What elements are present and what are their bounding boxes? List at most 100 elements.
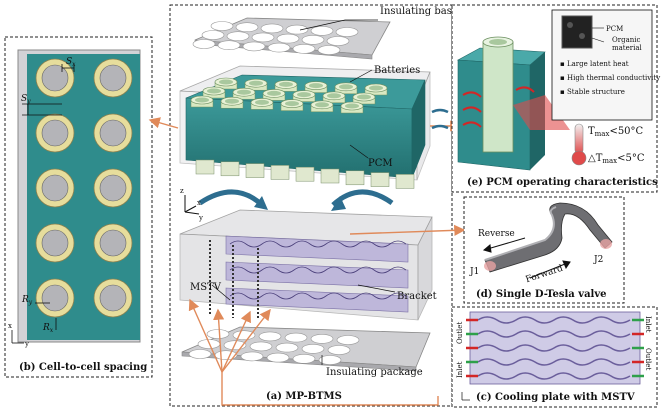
insulating-package-plate [181, 326, 431, 372]
battery-cell [220, 96, 244, 109]
hole [192, 39, 216, 49]
mstv-pipes [209, 240, 259, 320]
battery-cell [262, 89, 286, 101]
battery-cells [190, 77, 388, 114]
hole [260, 23, 284, 34]
label-j2: J2 [593, 255, 603, 265]
baseplate-holes [192, 21, 359, 55]
battery-cell [232, 87, 256, 100]
hole [217, 40, 241, 51]
channel [477, 316, 631, 324]
hole [226, 31, 250, 42]
right-inlet-label: Inlet [644, 316, 652, 333]
channel [477, 344, 631, 352]
hole [335, 27, 359, 37]
hole [301, 343, 325, 354]
cell [93, 58, 133, 98]
axis-z-label: z [180, 187, 184, 195]
hole [235, 22, 259, 33]
cell [93, 168, 133, 208]
panel-b: Sx Sy Ry Rx x y (b) Cell-to-cell spacing [4, 36, 153, 378]
dimension-lines [22, 64, 75, 330]
flow-direction-arrows [482, 237, 571, 279]
left-inlet-label: Inlet [456, 361, 464, 378]
ry-label: Ry [21, 295, 33, 306]
panel-b-axes: x y [8, 322, 29, 348]
battery-cell [334, 82, 358, 95]
hole [214, 350, 238, 361]
panel-c-axes [461, 392, 470, 401]
battery-cell [190, 95, 214, 108]
cell-grid [35, 58, 133, 318]
panel-a-border [169, 4, 453, 407]
hole [327, 345, 351, 355]
inlet-outlet-arrows [466, 318, 644, 378]
hole [267, 42, 291, 53]
hole [258, 331, 282, 342]
battery-pack [179, 65, 431, 189]
label-reverse: Reverse [478, 229, 515, 239]
sy-label: Sy [21, 94, 31, 105]
assembly-arrows [198, 189, 394, 211]
mstv-channel-paths [477, 316, 631, 380]
panel-b-title: (b) Cell-to-cell spacing [19, 362, 147, 373]
panel-a-axes: z x y [180, 187, 203, 222]
battery-cell [274, 80, 298, 92]
cell [93, 223, 133, 263]
leader-lines [211, 19, 396, 365]
cell [93, 278, 133, 318]
hole [310, 333, 334, 344]
cell [35, 168, 75, 208]
dtmax-label: △Tmax<5°C [588, 153, 645, 165]
cooling-plates [225, 235, 409, 313]
hole [317, 45, 341, 55]
bracket [179, 209, 433, 321]
axis-x-label: x [8, 322, 12, 330]
hole [232, 330, 256, 341]
battery-cell [304, 81, 328, 93]
panel-d-title: (d) Single D-Tesla valve [476, 289, 607, 300]
hole [292, 43, 316, 54]
hole [206, 329, 230, 339]
tesla-valve-model [484, 202, 613, 273]
hole [275, 342, 299, 353]
hole [318, 355, 342, 365]
panel-c-title: (c) Cooling plate with MSTV [476, 392, 635, 403]
hole [276, 33, 300, 44]
hole [188, 349, 212, 359]
label-batteries: Batteries [374, 65, 420, 76]
cell [35, 113, 75, 153]
hole [292, 353, 316, 364]
label-insulating: Insulating baseplate [380, 6, 483, 17]
axis-y-label-a: y [198, 214, 203, 222]
label-insulating-package: Insulating package [326, 367, 423, 378]
rx-label: Rx [42, 323, 54, 334]
battery-cell [352, 92, 376, 105]
hole [284, 332, 308, 343]
cell [35, 278, 75, 318]
label-mstv: MSTV [190, 282, 222, 293]
battery-cell [244, 78, 268, 91]
label-bracket: Bracket [397, 291, 437, 302]
channel [477, 358, 631, 366]
battery-cell [310, 100, 334, 113]
panel-e-title: (e) PCM operating characteristics [467, 177, 658, 188]
left-outlet-label: Outlet [456, 322, 464, 344]
battery-cell-bottoms [195, 159, 415, 189]
panel-a: z x y [148, 4, 483, 407]
pcm-legend: PCM Organic material ▪ Large latent heat… [551, 9, 660, 121]
hole [336, 335, 360, 345]
battery-cell [340, 101, 364, 114]
bullet-1: ▪ Large latent heat [560, 60, 629, 68]
battery-cell [280, 99, 304, 111]
axis-y-label: y [24, 340, 29, 348]
bullet-3: ▪ Stable structure [560, 88, 625, 96]
panel-c: Inlet Outlet Inlet Outlet (c) Cooling pl… [451, 306, 658, 408]
hole [242, 41, 266, 52]
battery-cell [214, 77, 238, 90]
right-outlet-label: Outlet [644, 348, 652, 370]
legend-material: material [612, 44, 643, 52]
hole [285, 24, 309, 35]
hole [266, 352, 290, 363]
package-holes [188, 329, 360, 365]
